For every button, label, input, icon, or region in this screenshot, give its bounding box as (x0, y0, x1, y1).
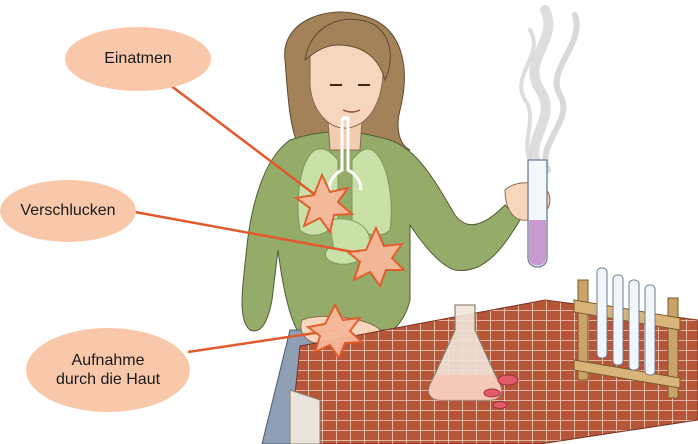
smoke-icon (521, 10, 576, 170)
label-swallow-text: Verschlucken (20, 201, 115, 220)
test-tube-icon (528, 160, 547, 267)
label-skin-line2: durch die Haut (56, 370, 160, 389)
label-inhale-text: Einatmen (104, 49, 172, 68)
label-skin-absorption: Aufnahme durch die Haut (26, 328, 190, 412)
label-swallow: Verschlucken (0, 180, 136, 242)
label-inhale: Einatmen (65, 27, 211, 91)
label-skin-line1: Aufnahme (72, 351, 145, 370)
